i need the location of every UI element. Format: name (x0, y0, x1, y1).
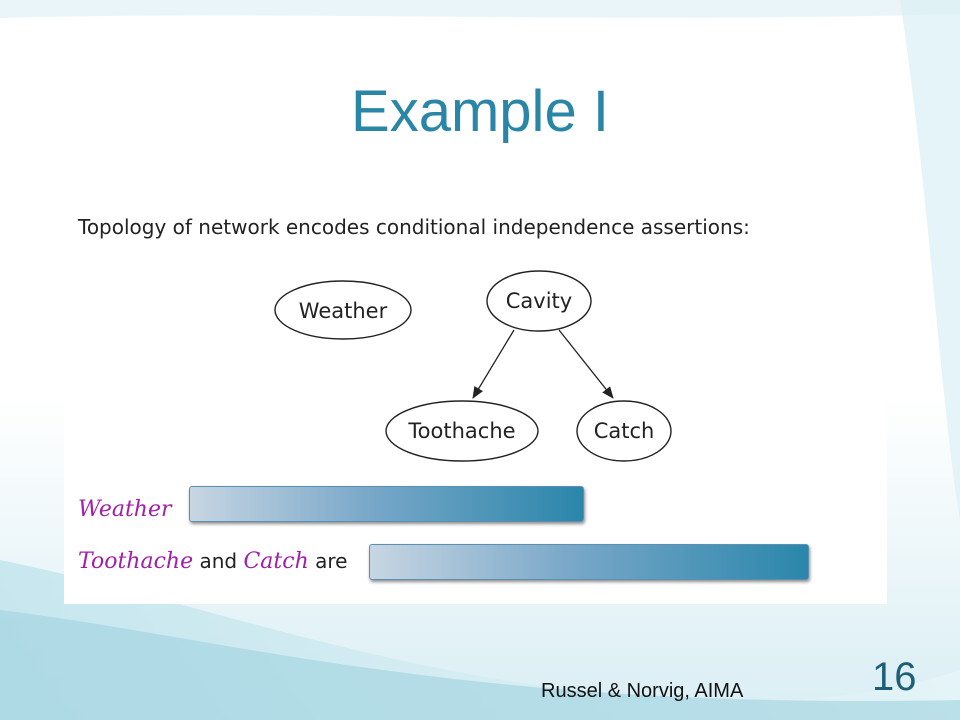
panel-heading: Topology of network encodes conditional … (78, 215, 750, 239)
verb-are: are (315, 549, 348, 573)
node-toothache: Toothache (385, 400, 539, 462)
statement-weather: Weather (78, 497, 172, 522)
node-catch-label: Catch (594, 419, 655, 443)
variable-catch: Catch (243, 549, 309, 574)
bayes-network-diagram: Weather Cavity Toothache Catch (274, 270, 672, 462)
footer-credit: Russel & Norvig, AIMA (541, 680, 744, 702)
slide-number: 16 (872, 655, 917, 699)
node-weather-label: Weather (299, 299, 388, 323)
content-panel: Topology of network encodes conditional … (64, 207, 887, 604)
node-cavity-label: Cavity (506, 289, 572, 313)
node-cavity: Cavity (486, 270, 592, 332)
edge-cavity-toothache (472, 329, 515, 399)
variable-weather: Weather (78, 497, 172, 522)
edge-cavity-catch (558, 329, 614, 399)
node-catch: Catch (576, 400, 672, 462)
hidden-answer-box-1[interactable] (189, 486, 584, 522)
hidden-answer-box-2[interactable] (369, 544, 809, 580)
node-toothache-label: Toothache (407, 419, 515, 443)
node-weather: Weather (274, 280, 412, 340)
variable-toothache: Toothache (78, 549, 194, 574)
slide-title: Example I (351, 79, 609, 144)
statement-toothache-catch: Toothache and Catch are (78, 549, 347, 574)
connector-and: and (199, 549, 238, 573)
